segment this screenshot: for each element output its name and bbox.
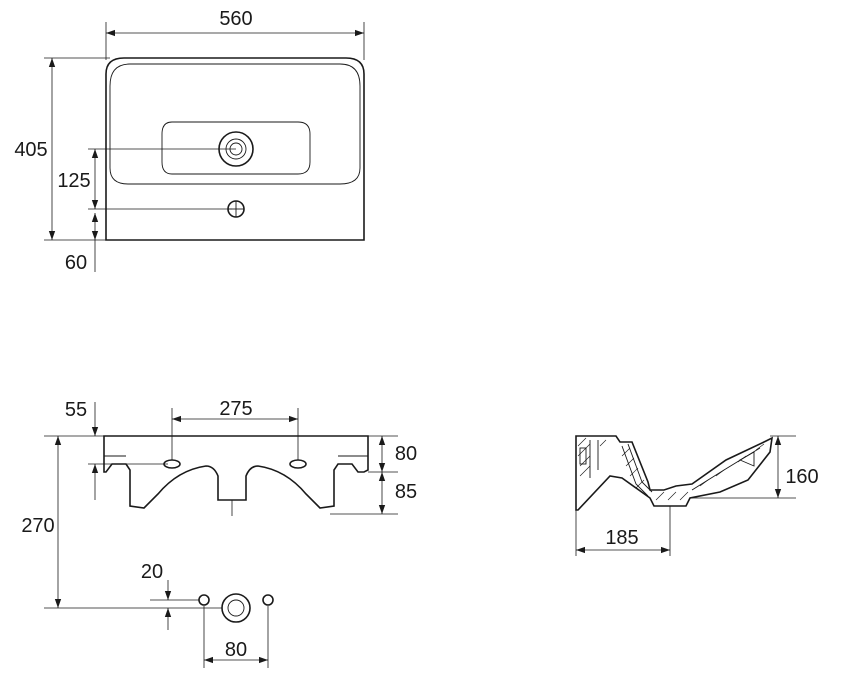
detail-view: 20 80 <box>44 561 274 668</box>
tap-offset-label: 125 <box>57 170 90 192</box>
bowl-rim <box>109 63 361 185</box>
detail-left-hole-icon <box>198 594 210 606</box>
front-outline <box>103 435 369 509</box>
lower-height-label: 85 <box>395 481 417 503</box>
side-view: 160 185 <box>575 435 819 556</box>
top-view: 560 405 125 60 <box>14 8 365 274</box>
side-height-label: 160 <box>785 466 818 488</box>
detail-center-hole-icon <box>221 593 251 623</box>
width-dimension-label: 560 <box>219 8 252 30</box>
edge-offset-label: 55 <box>65 399 87 421</box>
depth-dimension-label: 405 <box>14 139 47 161</box>
side-section-outline <box>575 435 774 511</box>
detail-right-hole-icon <box>262 594 274 606</box>
front-right-hole-icon <box>289 459 307 469</box>
detail-spacing-label: 80 <box>225 639 247 661</box>
hole-spacing-label: 275 <box>219 398 252 420</box>
side-depth-label: 185 <box>605 527 638 549</box>
tap-deck <box>161 121 311 175</box>
total-height-label: 270 <box>21 515 54 537</box>
detail-offset-label: 20 <box>141 561 163 583</box>
basin-outline <box>105 57 365 241</box>
overflow-offset-label: 60 <box>65 252 87 274</box>
upper-height-label: 80 <box>395 443 417 465</box>
front-view: 275 55 80 85 270 <box>21 398 417 608</box>
